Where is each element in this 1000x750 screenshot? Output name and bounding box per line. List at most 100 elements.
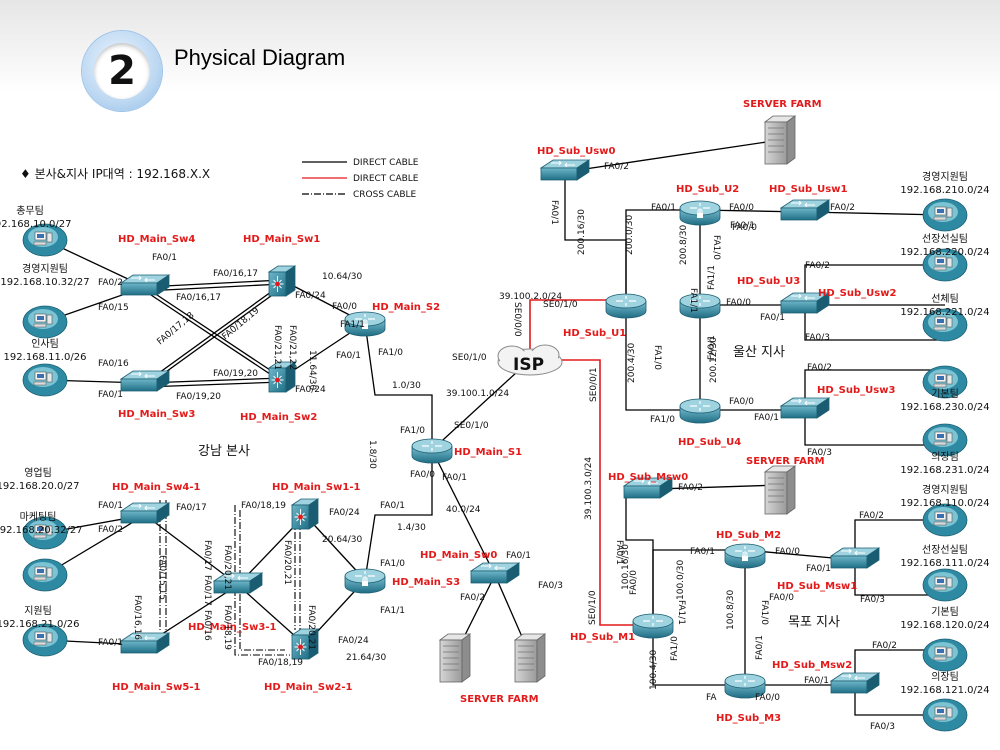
port-label-5: FA0/1	[98, 390, 123, 400]
team-name-5: 마케팅팀	[20, 511, 57, 523]
team-name-3: 인사팀	[31, 338, 59, 350]
port-label-92: FA0/0	[629, 570, 639, 595]
port-label-22: SE0/1/0	[452, 353, 487, 363]
device-label-hd-sub-m2: HD_Sub_M2	[716, 530, 781, 541]
team-network-4: 192.168.20.0/27	[0, 481, 79, 492]
port-label-89: FA0/1	[614, 540, 624, 565]
team-name-15: 의장팀	[931, 671, 959, 683]
port-label-96: FA0/1	[806, 564, 831, 574]
team-name-10: 기본팀	[931, 388, 959, 400]
hd-sub-u3-router-icon	[679, 293, 721, 319]
port-label-60: SE0/0/0	[512, 302, 522, 337]
port-label-39: FA0/18,19	[241, 501, 286, 511]
port-label-70: 200.8/30	[679, 224, 689, 265]
diagram-labels: HD_Main_Sw4 HD_Main_Sw1HD_Main_S2HD_Main_…	[0, 99, 990, 732]
port-label-57: FA0/2	[604, 162, 629, 172]
team-network-12: 192.168.110.0/24	[900, 498, 989, 509]
device-label-hd-main-sw3-1: HD_Main_Sw3-1	[188, 622, 276, 633]
team-15-pc-icon	[922, 698, 968, 732]
port-label-108: FA0/1	[804, 676, 829, 686]
port-label-82: FA0/1	[754, 413, 779, 423]
port-label-13: FA0/24	[295, 291, 326, 301]
port-label-66: FA1/0	[711, 235, 721, 260]
hd-main-s3-lock-icon	[362, 576, 368, 586]
port-label-58: FA0/1	[549, 200, 559, 225]
port-label-88: FA0/2	[678, 483, 703, 493]
device-label-hd-main-s1: HD_Main_S1	[454, 447, 522, 458]
port-label-6: FA0/16,17	[213, 269, 258, 279]
port-label-100: FA0/0	[769, 593, 794, 603]
team-7-pc-icon	[922, 198, 968, 232]
cable-legend: DIRECT CABLE DIRECT CABLE CROSS CABLE	[302, 158, 419, 200]
isp-label: ISP	[513, 355, 544, 375]
team-10-pc-icon	[922, 365, 968, 399]
hd-sub-msw1-switch-icon	[829, 547, 881, 569]
team-network-6: 192.168.21.0/26	[0, 619, 79, 630]
device-label-hd-main-sw5-1: HD_Main_Sw5-1	[112, 682, 200, 693]
device-label-hd-sub-u1: HD_Sub_U1	[563, 328, 626, 339]
team-name-2: 경영지원팀	[22, 262, 68, 275]
port-label-40: FA0/20,21	[222, 545, 232, 590]
port-label-15: FA0/21,22	[287, 325, 297, 370]
server-farm-mokpo-server-icon	[763, 465, 797, 515]
hd-main-sw0-switch-icon	[469, 562, 521, 584]
port-label-59: 39.100.2.0/24	[499, 292, 562, 302]
slide-number: 2	[108, 48, 136, 94]
port-label-25: SE0/1/0	[454, 421, 489, 431]
port-label-50: 1.4/30	[397, 523, 426, 533]
hd-main-sw1-1-multilayer-switch-icon	[290, 498, 320, 530]
device-label-hd-sub-usw0: HD_Sub_Usw0	[537, 146, 615, 157]
port-label-73: FA0/0	[726, 298, 751, 308]
hd-sub-u1-router-icon	[605, 293, 647, 319]
port-label-104: FA1/0	[670, 636, 680, 661]
isp-cloud-icon: ISP	[497, 344, 563, 376]
port-label-83: FA0/2	[807, 363, 832, 373]
team-12-pc-icon	[922, 503, 968, 537]
port-label-109: FA0/2	[872, 641, 897, 651]
port-label-68: FA0/2	[830, 203, 855, 213]
page-title: Physical Diagram	[174, 45, 346, 70]
port-label-29: 1.8/30	[367, 440, 377, 469]
port-label-18: 11.64/30	[307, 350, 317, 391]
team-network-1: 192.168.10.0/27	[0, 219, 71, 230]
port-label-44: FA0/20,21	[282, 540, 292, 585]
device-label-hd-sub-u2: HD_Sub_U2	[676, 184, 739, 195]
port-label-72: FA1/1	[707, 265, 717, 290]
team-9-pc-icon	[922, 308, 968, 342]
port-label-62: 200.16/30	[577, 209, 587, 255]
device-label-hd-sub-msw2: HD_Sub_Msw2	[772, 660, 852, 671]
team-4-pc-icon	[22, 516, 68, 550]
hd-sub-msw0-switch-icon	[622, 477, 674, 499]
port-label-24: 39.100.1.0/24	[446, 389, 509, 399]
team-13-pc-icon	[922, 568, 968, 602]
device-label-hd-main-sw1: HD_Main_Sw1	[243, 234, 320, 245]
port-label-12: 10.64/30	[322, 272, 363, 282]
port-label-71: FA1/1	[688, 288, 698, 313]
port-label-54: FA0/1	[506, 551, 531, 561]
device-label-hd-sub-u4: HD_Sub_U4	[678, 437, 741, 448]
hd-main-s2-lock-icon	[362, 319, 368, 329]
port-label-31: FA0/2	[98, 525, 123, 535]
port-label-90: 100.16/30	[621, 544, 631, 590]
port-label-43: FA0/24	[329, 508, 360, 518]
team-name-12: 경영지원팀	[922, 483, 968, 496]
team-name-4: 영업팀	[24, 466, 52, 479]
port-label-21: FA0/24	[295, 385, 326, 395]
team-8-pc-icon	[922, 248, 968, 282]
device-label-hd-main-sw4-1: HD_Main_Sw4-1	[112, 482, 200, 493]
device-label-hd-main-sw4: HD_Main_Sw4	[118, 234, 195, 245]
device-label-hd-main-s2: HD_Main_S2	[372, 302, 440, 313]
team-6-pc-icon	[22, 623, 68, 657]
device-label-hd-sub-usw2: HD_Sub_Usw2	[818, 288, 896, 299]
port-label-14: FA0/0	[332, 302, 357, 312]
port-label-1: FA0/1	[152, 253, 177, 263]
port-label-64: FA0/1	[651, 203, 676, 213]
port-label-80: FA0/1	[707, 335, 717, 360]
device-label-hd-main-sw3: HD_Main_Sw3	[118, 409, 195, 420]
team-network-7: 192.168.210.0/24	[900, 185, 989, 196]
team-2-pc-icon	[22, 305, 68, 339]
port-label-49: FA0/1	[380, 501, 405, 511]
team-name-8: 선장선실팀	[922, 233, 968, 245]
hd-sub-usw3-switch-icon	[779, 397, 831, 419]
